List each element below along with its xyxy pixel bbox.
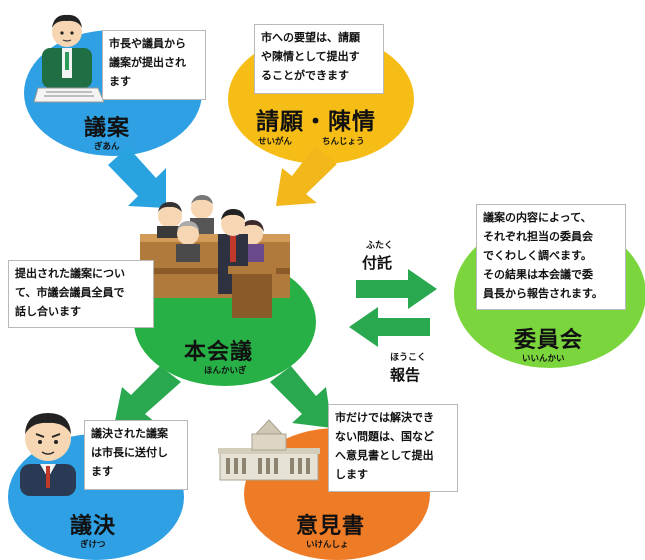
man-head-icon (20, 413, 76, 496)
giketsu-note: 議決された議案 は市長に送付し ます (84, 420, 188, 490)
diet-building-icon (218, 419, 320, 481)
giann-note: 市長や議員から 議案が提出され ます (102, 30, 206, 100)
arrow-houkoku (349, 307, 430, 347)
official-at-podium-icon (34, 14, 104, 103)
giann-title: 議案 (84, 116, 131, 141)
arrow-to-giketsu (114, 366, 181, 426)
note-line: 員長から報告されます。 (483, 287, 603, 300)
arrow-giann-to-honkaigi (108, 147, 166, 208)
honkaigi-title: 本会議 (184, 340, 254, 365)
arrow-futaku (356, 269, 437, 309)
houkoku-ruby: ほうこく (390, 353, 427, 363)
note-line: 市への要望は、請願 (261, 31, 360, 44)
seigan-title: 請願・陳情 (256, 109, 376, 135)
iinkai-ruby: いいんかい (522, 354, 565, 364)
seigan-ruby-left: せいがん (258, 137, 293, 147)
arrow-seigan-to-honkaigi (276, 146, 337, 206)
note-line: や陳情として提出す (261, 50, 360, 63)
giketsu-title: 議決 (70, 514, 117, 539)
note-line: 市長や議員から (109, 37, 186, 50)
note-line: 提出された議案につい (15, 267, 125, 280)
note-line: 話し合います (15, 305, 81, 318)
note-line: ます (91, 465, 113, 478)
note-line: 市だけでは解決でき (335, 411, 434, 424)
futaku-label: 付託 (362, 254, 393, 272)
giann-ruby: ぎあん (94, 142, 120, 152)
note-line: ます (109, 75, 131, 88)
ikensho-ruby: いけんしょ (306, 540, 349, 550)
honkaigi-ruby: ほんかいぎ (204, 366, 247, 376)
assembly-members-icon (140, 195, 290, 318)
note-line: その結果は本会議で委 (483, 268, 593, 281)
arrow-to-ikensho (270, 366, 332, 428)
note-line: ることができます (261, 69, 349, 82)
note-line: 議案の内容によって、 (483, 211, 592, 224)
note-line: します (335, 468, 368, 481)
seigan-ruby-right: ちんじょう (322, 137, 365, 147)
note-line: でくわしく調べます。 (483, 249, 592, 262)
giketsu-ruby: ぎけつ (80, 540, 106, 550)
note-line: それぞれ担当の委員会 (483, 230, 593, 243)
houkoku-label: 報告 (390, 366, 421, 384)
ikensho-note: 市だけでは解決でき ない問題は、国など へ意見書として提出 します (328, 404, 458, 492)
note-line: ない問題は、国など (335, 430, 434, 443)
note-line: は市長に送付し (91, 446, 168, 459)
seigan-note: 市への要望は、請願 や陳情として提出す ることができます (254, 24, 384, 94)
iinkai-title: 委員会 (514, 328, 584, 353)
honkaigi-note: 提出された議案につい て、市議会議員全員で 話し合います (8, 260, 154, 328)
note-line: て、市議会議員全員で (15, 286, 125, 299)
futaku-ruby: ふたく (366, 241, 394, 251)
note-line: へ意見書として提出 (335, 449, 434, 462)
note-line: 議決された議案 (91, 427, 168, 440)
ikensho-title: 意見書 (296, 514, 366, 539)
iinkai-note: 議案の内容によって、 それぞれ担当の委員会 でくわしく調べます。 その結果は本会… (476, 204, 626, 310)
note-line: 議案が提出され (109, 56, 186, 69)
